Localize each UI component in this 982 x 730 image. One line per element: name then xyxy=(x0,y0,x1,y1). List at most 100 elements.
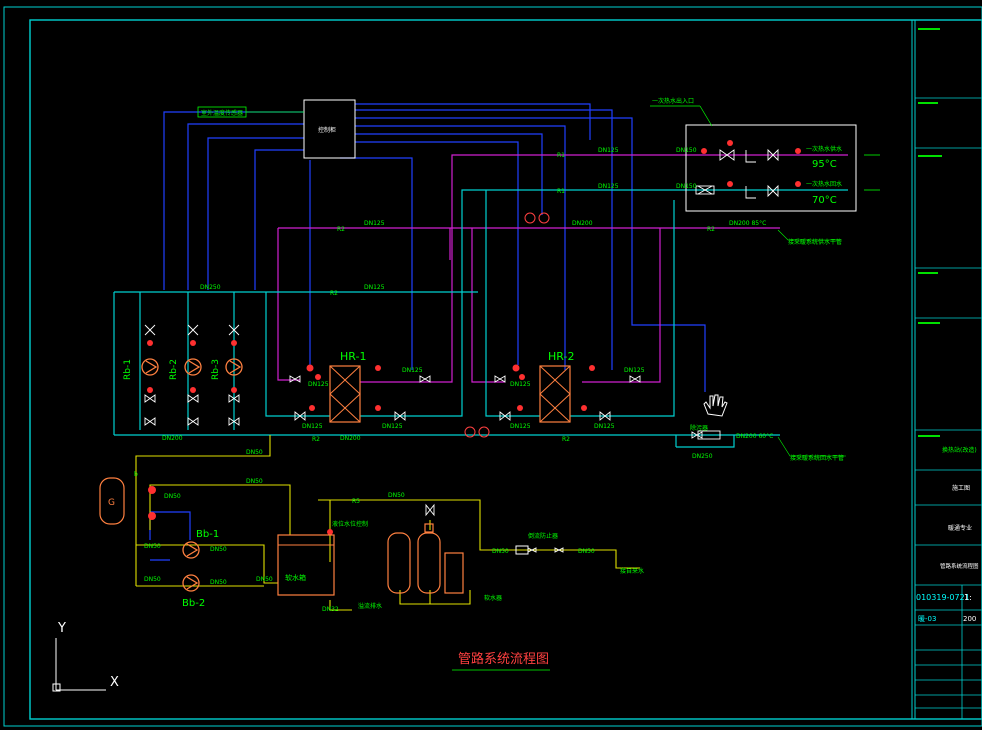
axis-x-label: X xyxy=(110,675,119,690)
pipe-size-dn200-60: DN200 60°C xyxy=(736,433,773,440)
primary-entry-box xyxy=(685,124,857,212)
flow-arrows-right xyxy=(864,154,880,191)
rb3-label: Rb-3 xyxy=(211,359,221,380)
leader-lines xyxy=(777,229,846,457)
pipe-size-dn50-g: DN50 xyxy=(210,579,227,586)
rb2-label: Rb-2 xyxy=(169,359,179,380)
secondary-return-label: 接采暖系统回水干管 xyxy=(790,454,844,462)
circulation-pumps xyxy=(141,358,243,376)
ucs-axis-icon xyxy=(52,638,106,692)
title-block-sheet: 暖-03 xyxy=(918,615,936,623)
primary-return-label: 一次热水回水 xyxy=(806,180,842,188)
heat-exchanger-hr1 xyxy=(329,365,361,423)
pipe-size-dn125-k: DN125 xyxy=(510,423,531,430)
pipe-size-dn50-e: DN50 xyxy=(144,576,161,583)
pipe-size-dn50-i: DN50 xyxy=(388,492,405,499)
axis-y-label: Y xyxy=(57,621,66,636)
pipe-size-dn125-e: DN125 xyxy=(308,381,329,388)
pipe-tag-r2-b: R2 xyxy=(330,290,338,297)
level-control-label: 液位水位控制 xyxy=(332,520,368,528)
pipe-size-dn150-b: DN150 xyxy=(676,183,697,190)
pipe-tag-r2-c: R2 xyxy=(312,436,320,443)
pipe-size-dn125-f: DN125 xyxy=(402,367,423,374)
primary-supply-label: 一次热水供水 xyxy=(806,145,842,153)
pipe-tag-r5: R5 xyxy=(352,498,360,505)
soft-water-tank xyxy=(277,534,335,596)
tap-water-label: 接自来水 xyxy=(620,567,644,575)
pipe-size-dn125-h: DN125 xyxy=(624,367,645,374)
softener-label: 软水器 xyxy=(484,594,502,602)
pump-valves xyxy=(144,324,721,553)
makeup-pumps xyxy=(182,541,200,592)
primary-valves xyxy=(695,148,779,199)
pipe-size-dn250-a: DN250 xyxy=(200,284,221,291)
pipe-tag-r2-d: R2 xyxy=(562,436,570,443)
bb2-label: Bb-2 xyxy=(182,598,205,609)
bb1-label: Bb-1 xyxy=(196,529,219,540)
title-block-project: 换热站(改造) xyxy=(942,446,977,454)
pipe-size-dn50-c: DN50 xyxy=(164,493,181,500)
title-block-drawing-number: 010319-0721 xyxy=(916,593,970,602)
water-softener xyxy=(387,523,464,594)
pipe-size-dn125-g: DN125 xyxy=(510,381,531,388)
heat-exchanger-hr2 xyxy=(539,365,571,423)
return-pipes xyxy=(113,189,848,448)
outdoor-sensor-label: 室外温度传感器 xyxy=(201,109,243,117)
inner-frame xyxy=(29,19,982,720)
pt-sensors xyxy=(464,212,550,438)
pipe-size-dn125-i: DN125 xyxy=(302,423,323,430)
expansion-tank-label: G xyxy=(108,498,115,508)
pipe-size-dn125-d: DN125 xyxy=(364,284,385,291)
pipe-size-dn250-b: DN250 xyxy=(692,453,713,460)
pipe-tag-r2-e: R2 xyxy=(707,226,715,233)
pipe-size-dn50-b: DN50 xyxy=(246,478,263,485)
pipe-size-dn200-85: DN200 85°C xyxy=(729,220,766,227)
pipe-tag-b: b xyxy=(134,471,138,478)
temp-95-label: 95°C xyxy=(812,159,837,170)
pipe-size-dn125-c: DN125 xyxy=(364,220,385,227)
backflow-preventer xyxy=(515,545,529,555)
dirt-separator-label: 除污器 xyxy=(690,424,708,432)
pipe-size-dn200-c: DN200 xyxy=(162,435,183,442)
controller-cabinet xyxy=(303,99,356,159)
control-wiring xyxy=(149,103,706,561)
primary-box-label: 一次热水出入口 xyxy=(652,97,694,105)
secondary-supply-label: 接采暖系统供水干管 xyxy=(788,238,842,246)
hr2-label: HR-2 xyxy=(548,350,574,363)
expansion-tank xyxy=(99,477,125,525)
pipe-size-dn200-a: DN200 xyxy=(572,220,593,227)
title-block-drawing-name: 管路系统流程图 xyxy=(940,562,979,570)
pipe-size-dn50-a: DN50 xyxy=(246,449,263,456)
title-block-scale: 1: xyxy=(964,593,972,602)
pipe-size-dn125-l: DN125 xyxy=(594,423,615,430)
pipe-size-dn150-a: DN150 xyxy=(676,147,697,154)
title-block-discipline: 暖通专业 xyxy=(948,524,972,532)
pipe-tag-r1-a: R1 xyxy=(557,152,565,159)
temp-70-label: 70°C xyxy=(812,195,837,206)
controller-label: 控制柜 xyxy=(318,126,336,134)
title-block-stage: 施工图 xyxy=(952,484,970,492)
pipe-size-dn50-d: DN50 xyxy=(144,543,161,550)
pipe-size-dn50-k: DN50 xyxy=(578,548,595,555)
pipe-size-dn200-b: DN200 xyxy=(340,435,361,442)
pipe-size-dn125-j: DN125 xyxy=(382,423,403,430)
pipe-size-dn50-j: DN50 xyxy=(492,548,509,555)
outer-frame xyxy=(3,6,982,727)
pipe-tag-r1-b: R1 xyxy=(557,188,565,195)
gauges xyxy=(147,340,595,535)
rb1-label: Rb-1 xyxy=(123,359,133,380)
drawing-title: 管路系统流程图 xyxy=(458,651,549,667)
title-block-year: 200 xyxy=(963,615,976,623)
pipe-size-dn50-h: DN50 xyxy=(256,576,273,583)
pipe-tag-r2-a: R2 xyxy=(337,226,345,233)
pipe-size-dn125-b: DN125 xyxy=(598,183,619,190)
title-block: 换热站(改造) 施工图 暖通专业 管路系统流程图 010319-0721 1: … xyxy=(911,20,982,719)
overflow-label: 溢流排水 xyxy=(358,602,382,610)
water-tank-label: 软水箱 xyxy=(285,573,306,582)
backflow-label: 倒流防止器 xyxy=(528,532,558,540)
hr1-label: HR-1 xyxy=(340,350,366,363)
pipe-size-dn32: DN32 xyxy=(322,606,339,613)
hand-cursor-icon xyxy=(703,394,728,417)
primary-gauges xyxy=(701,140,801,187)
